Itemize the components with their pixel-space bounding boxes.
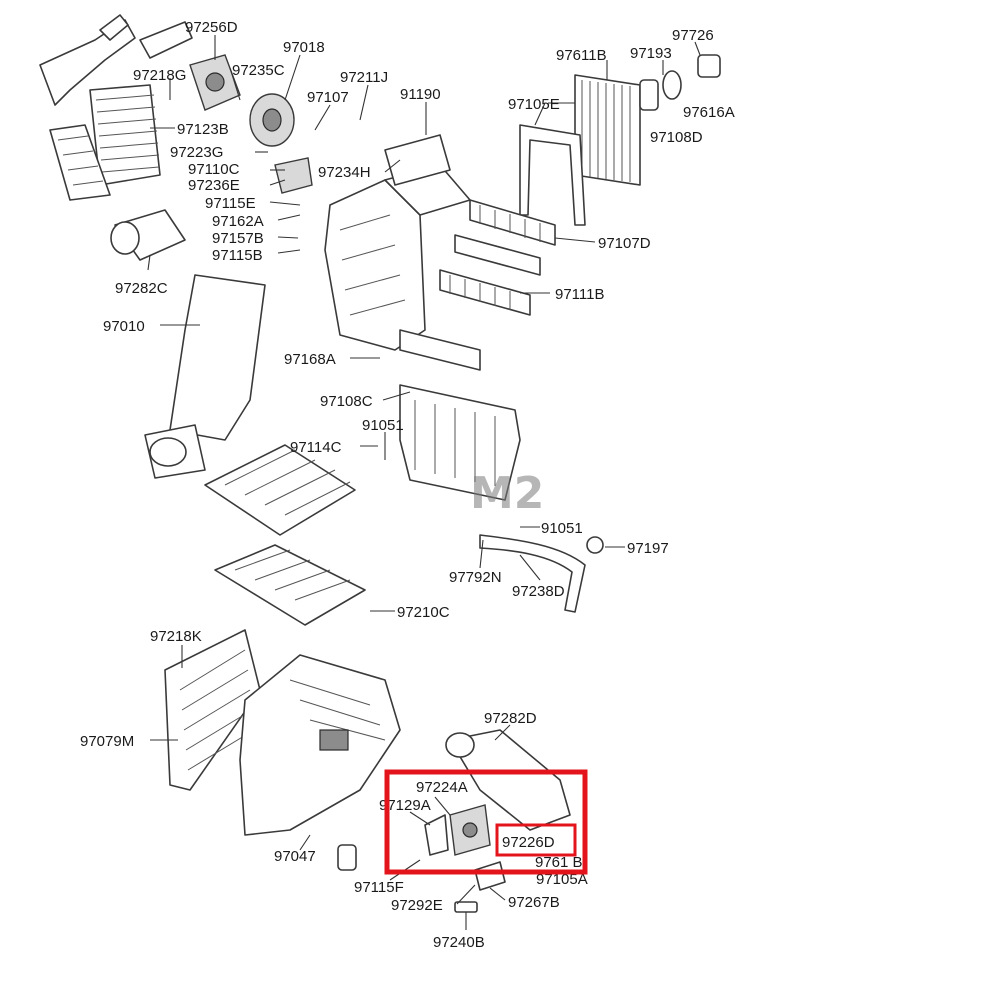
label-97193: 97193 [630,45,672,62]
main-housing-part [239,654,401,836]
upper-case-part [324,134,471,351]
temp-actuator-part [424,804,491,856]
label-97240B: 97240B [433,934,485,951]
label-97238D: 97238D [512,583,565,600]
label-97107: 97107 [307,89,349,106]
top-duct-part [39,14,193,106]
label-97047: 97047 [274,848,316,865]
actuator-bracket-part [189,54,241,111]
filter-tray-part [204,444,356,536]
evaporator-part [574,74,641,186]
label-97010: 97010 [103,318,145,335]
leader-lines [147,35,701,930]
label-97292E: 97292E [391,897,443,914]
heater-pipe-part [49,124,111,201]
label-97223G: 97223G [170,144,223,161]
lever-part [474,861,506,891]
side-cover-part [164,629,261,791]
foot-duct-part [144,274,266,479]
highlight-box-97226D [495,823,577,857]
label-97129A: 97129A [379,797,431,814]
rear-duct-part [445,729,571,831]
label-97162A: 97162A [212,213,264,230]
label-97079M: 97079M [80,733,134,750]
drain-hose-part [479,534,586,613]
heater-core-part [89,84,161,186]
label-97282C: 97282C [115,280,168,297]
label-97224A: 97224A [416,779,468,796]
label-91051-upper: 91051 [362,417,404,434]
label-97226D: 97226D [502,834,555,851]
small-actuator-part [274,157,313,194]
label-97018: 97018 [283,39,325,56]
lower-case-frame-part [399,384,521,501]
seal-part [337,844,357,871]
label-91190: 91190 [400,86,441,103]
label-97105A: 97105A [536,871,588,888]
label-97256D: 97256D [185,19,238,36]
label-97282D: 97282D [484,710,537,727]
label-97616A: 97616A [683,104,735,121]
label-97123B: 97123B [177,121,229,138]
label-97110C: 97110C [188,161,240,178]
expansion-valve-part [639,54,721,111]
label-97211J: 97211J [340,69,388,86]
intake-duct-part [110,209,186,261]
label-97111B: 97111B [555,286,605,303]
label-97210C: 97210C [397,604,450,621]
label-97108C: 97108C [320,393,373,410]
watermark: M2 [470,468,544,519]
label-97168A: 97168A [284,351,336,368]
clip-part [454,901,478,913]
label-97726: 97726 [672,27,714,44]
label-97105E: 97105E [508,96,560,113]
grommet-part [586,536,604,554]
label-97115B: 97115B [212,247,263,264]
label-97197: 97197 [627,540,669,557]
door-assembly-upper-part [454,199,556,276]
label-97236E: 97236E [188,177,240,194]
label-97115E: 97115E [205,195,256,212]
highlight-box-outer [384,769,588,875]
label-91051-lower: 91051 [541,520,583,537]
label-97218K: 97218K [150,628,202,645]
mode-actuator-part [249,93,295,147]
label-97218G: 97218G [133,67,186,84]
evaporator-cover-part [519,124,586,226]
label-97235C: 97235C [232,62,285,79]
label-97157B: 97157B [212,230,264,247]
label-97114C: 97114C [290,439,342,456]
label-97267B: 97267B [508,894,560,911]
label-97108D: 97108D [650,129,703,146]
door-assembly-lower-part [399,269,531,371]
label-97115F: 97115F [354,879,404,896]
label-97792N: 97792N [449,569,502,586]
label-97234H: 97234H [318,164,371,181]
mid-tray-part [214,544,366,626]
label-97107D: 97107D [598,235,651,252]
label-9761-B: 9761 B [535,854,583,871]
label-97611B: 97611B [556,47,607,64]
